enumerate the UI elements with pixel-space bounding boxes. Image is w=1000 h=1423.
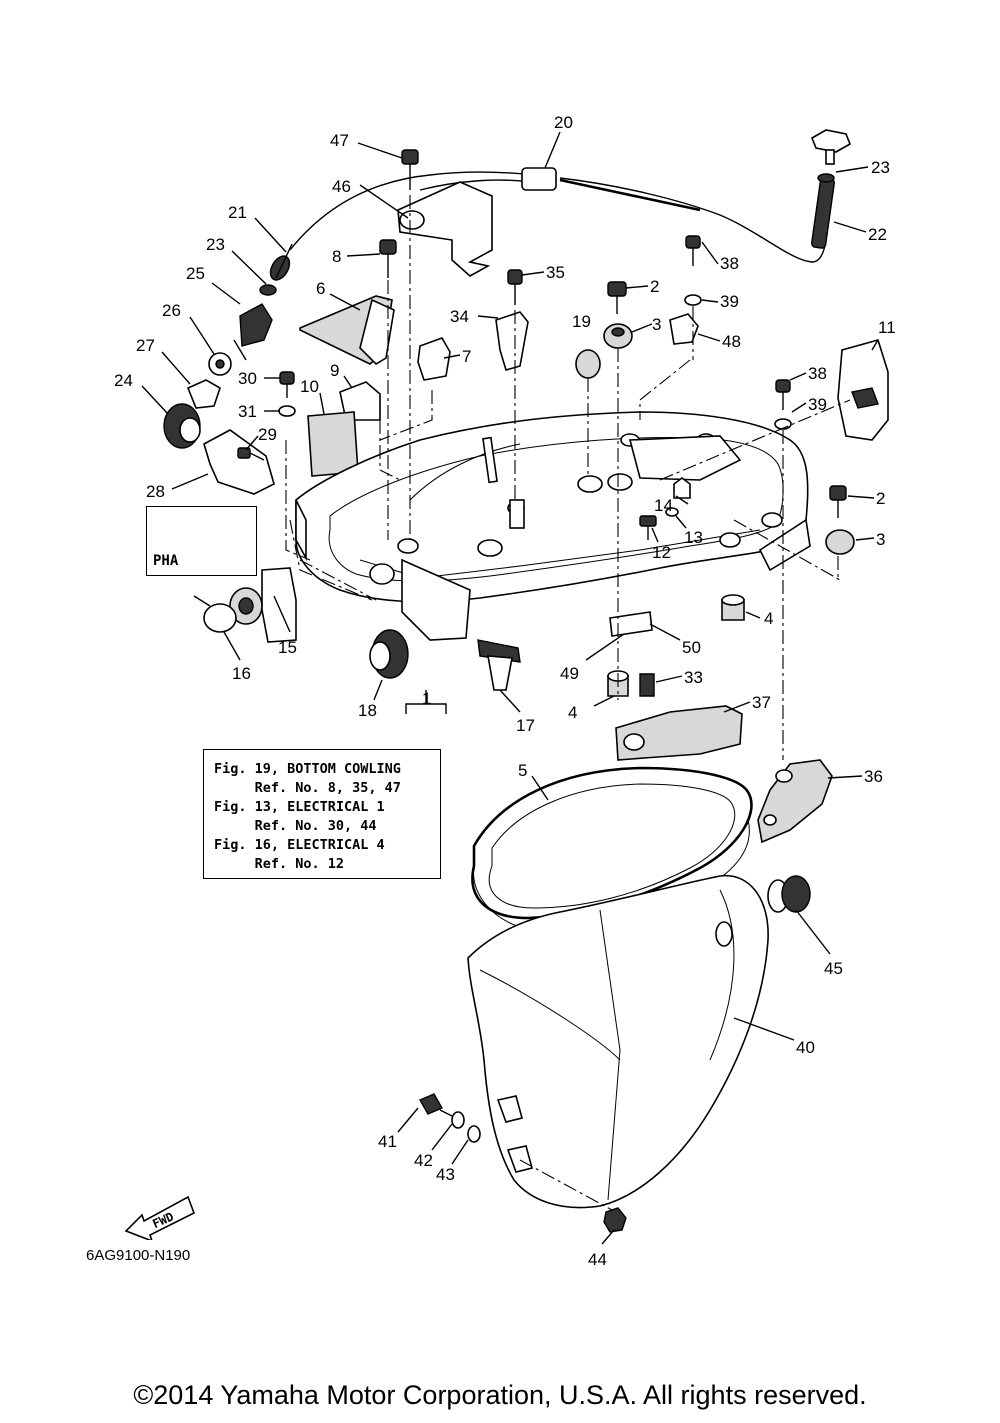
callout-39: 39	[720, 292, 739, 311]
callout-39b: 39	[808, 395, 827, 414]
callout-12: 12	[652, 543, 671, 562]
left-parts	[163, 284, 277, 495]
callout-14: 14	[654, 496, 673, 515]
callout-31: 31	[238, 402, 257, 421]
callout-34: 34	[450, 307, 469, 326]
callout-37: 37	[752, 693, 771, 712]
callout-1: 1	[422, 689, 431, 708]
reference-note-box: Fig. 19, BOTTOM COWLING Ref. No. 8, 35, …	[203, 749, 441, 879]
callout-42: 42	[414, 1151, 433, 1170]
callout-10: 10	[300, 377, 319, 396]
reference-note-line: Fig. 13, ELECTRICAL 1	[214, 799, 385, 815]
callout-27: 27	[136, 336, 155, 355]
callout-8: 8	[332, 247, 341, 266]
callout-19: 19	[572, 312, 591, 331]
bracket-parts	[278, 149, 529, 477]
reference-note-line: Ref. No. 8, 35, 47	[214, 780, 401, 796]
callout-30: 30	[238, 369, 257, 388]
callout-5: 5	[518, 761, 527, 780]
callout-9: 9	[330, 361, 339, 380]
callout-3: 3	[652, 315, 661, 334]
callout-7: 7	[462, 347, 471, 366]
callout-47: 47	[330, 131, 349, 150]
hose-routing	[269, 129, 852, 281]
callout-22: 22	[868, 225, 887, 244]
callout-6: 6	[316, 279, 325, 298]
lower-cover	[419, 874, 811, 1233]
callout-21: 21	[228, 203, 247, 222]
callout-46: 46	[332, 177, 351, 196]
callout-44: 44	[588, 1250, 607, 1269]
callout-4b: 4	[568, 703, 577, 722]
callout-24: 24	[114, 371, 133, 390]
callout-labels: 47 20 23 46 21 22 8 23 35 38 2 25 6 39 2…	[114, 113, 896, 1269]
right-parts	[575, 235, 889, 555]
callout-40: 40	[796, 1038, 815, 1057]
callout-18: 18	[358, 701, 377, 720]
callout-20: 20	[554, 113, 573, 132]
lower-brackets	[615, 705, 833, 844]
callout-36: 36	[864, 767, 883, 786]
callout-28: 28	[146, 482, 165, 501]
pha-variant-box: PHA	[146, 506, 257, 576]
callout-48: 48	[722, 332, 741, 351]
reference-note-line: Ref. No. 12	[214, 856, 345, 872]
callout-35: 35	[546, 263, 565, 282]
callout-23: 23	[871, 158, 890, 177]
reference-note-line: Fig. 19, BOTTOM COWLING	[214, 761, 401, 777]
callout-3b: 3	[876, 530, 885, 549]
leader-lines	[141, 131, 879, 1245]
callout-15: 15	[278, 638, 297, 657]
callout-38: 38	[720, 254, 739, 273]
callout-4: 4	[764, 609, 773, 628]
callout-26: 26	[162, 301, 181, 320]
callout-23b: 23	[206, 235, 225, 254]
callout-2b: 2	[876, 489, 885, 508]
reference-note-line: Ref. No. 30, 44	[214, 818, 377, 834]
callout-49: 49	[560, 664, 579, 683]
callout-33: 33	[684, 668, 703, 687]
reference-note-line: Fig. 16, ELECTRICAL 4	[214, 837, 385, 853]
callout-43: 43	[436, 1165, 455, 1184]
callout-45: 45	[824, 959, 843, 978]
assembly-axes	[285, 195, 851, 1211]
callout-25: 25	[186, 264, 205, 283]
callout-13: 13	[684, 528, 703, 547]
fasteners	[607, 594, 745, 697]
callout-29: 29	[258, 425, 277, 444]
callout-38b: 38	[808, 364, 827, 383]
callout-17: 17	[516, 716, 535, 735]
callout-2: 2	[650, 277, 659, 296]
drawing-code: 6AG9100-N190	[86, 1247, 191, 1264]
pha-label: PHA	[153, 553, 179, 569]
callout-50: 50	[682, 638, 701, 657]
callout-11: 11	[878, 318, 896, 337]
callout-41: 41	[378, 1132, 397, 1151]
bottom-cowling-tray	[295, 411, 811, 641]
callout-16: 16	[232, 664, 251, 683]
copyright-notice: ©2014 Yamaha Motor Corporation, U.S.A. A…	[133, 1380, 867, 1410]
forward-arrow-icon: FWD	[124, 1195, 196, 1240]
